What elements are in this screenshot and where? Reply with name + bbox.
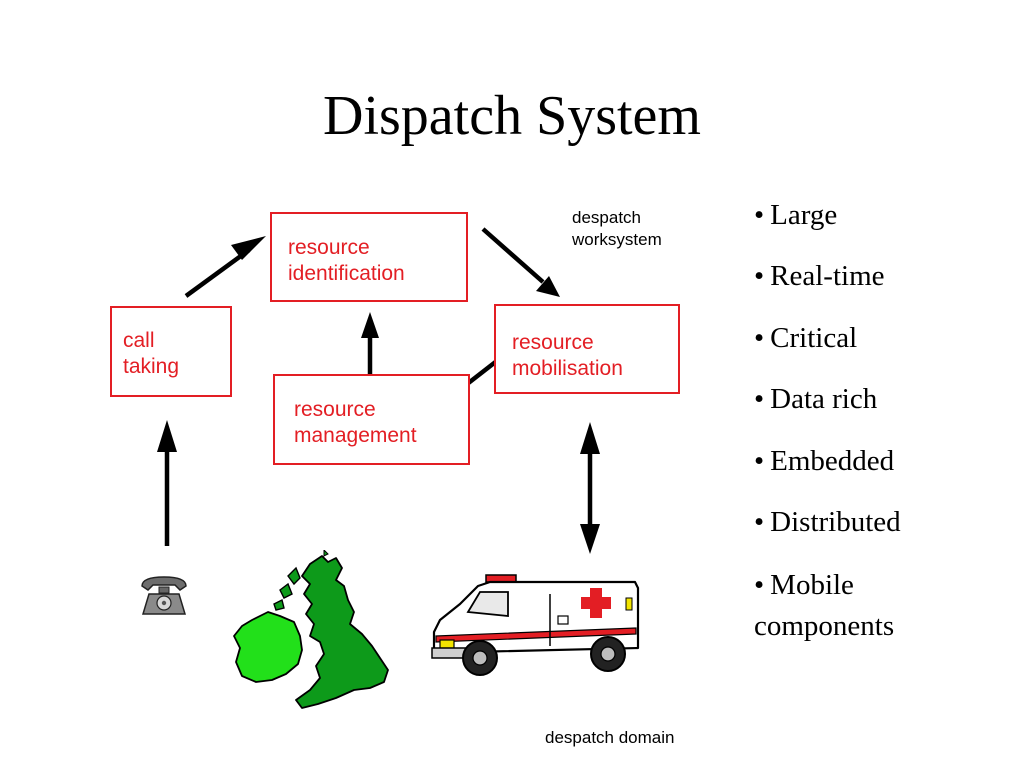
ireland-shape — [233, 611, 303, 683]
arrowhead — [361, 312, 379, 338]
resource-mobilisation-label: resource mobilisation — [512, 331, 623, 380]
arrowhead — [536, 276, 560, 297]
telephone-icon — [141, 576, 187, 615]
resource-identification-box: resource identification — [270, 212, 468, 302]
call-taking-label: call taking — [123, 329, 180, 378]
bullet-item: •Critical — [754, 320, 944, 381]
arrowhead — [231, 236, 266, 260]
bullet-text: Mobile components — [754, 569, 895, 643]
bullet-marker: • — [754, 321, 765, 354]
bullet-marker: • — [754, 383, 765, 416]
ambulance-icon — [431, 574, 640, 676]
great-britain-shape — [295, 555, 389, 709]
bullet-item: •Mobile components — [754, 565, 944, 647]
scottish-islands-shape — [273, 566, 301, 611]
bullet-marker: • — [754, 260, 765, 293]
resource-management-label: resource management — [294, 398, 417, 447]
bullet-marker: • — [754, 505, 765, 538]
bullet-item: •Large — [754, 197, 944, 258]
resource-management-box: resource management — [273, 374, 470, 465]
bullet-item: •Embedded — [754, 443, 944, 504]
bullet-item: •Distributed — [754, 504, 944, 565]
bullet-text: Distributed — [770, 505, 901, 538]
bullet-marker: • — [754, 569, 765, 602]
bullet-text: Real-time — [770, 260, 885, 293]
arrow-call-to-identification — [184, 248, 251, 298]
slide-title: Dispatch System — [323, 85, 701, 147]
bullet-text: Data rich — [770, 383, 878, 416]
bullet-item: •Data rich — [754, 381, 944, 442]
arrowhead — [580, 422, 600, 454]
feature-bullet-list: •Large•Real-time•Critical•Data rich•Embe… — [754, 197, 944, 647]
bullet-item: •Real-time — [754, 258, 944, 319]
call-taking-box: call taking — [110, 306, 232, 397]
bullet-text: Embedded — [770, 444, 895, 477]
resource-mobilisation-box: resource mobilisation — [494, 304, 680, 394]
arrowhead — [580, 524, 600, 554]
arrow-identification-to-mobilisation — [481, 227, 545, 284]
bullet-marker: • — [754, 444, 765, 477]
bullet-text: Critical — [770, 321, 858, 354]
british-isles-map-icon — [233, 550, 389, 709]
arrowhead — [157, 420, 177, 452]
domain-caption: despatch domain — [545, 728, 675, 747]
bullet-marker: • — [754, 199, 765, 231]
resource-identification-label: resource identification — [288, 236, 405, 285]
bullet-text: Large — [770, 199, 838, 231]
worksystem-caption: despatch worksystem — [572, 208, 662, 249]
